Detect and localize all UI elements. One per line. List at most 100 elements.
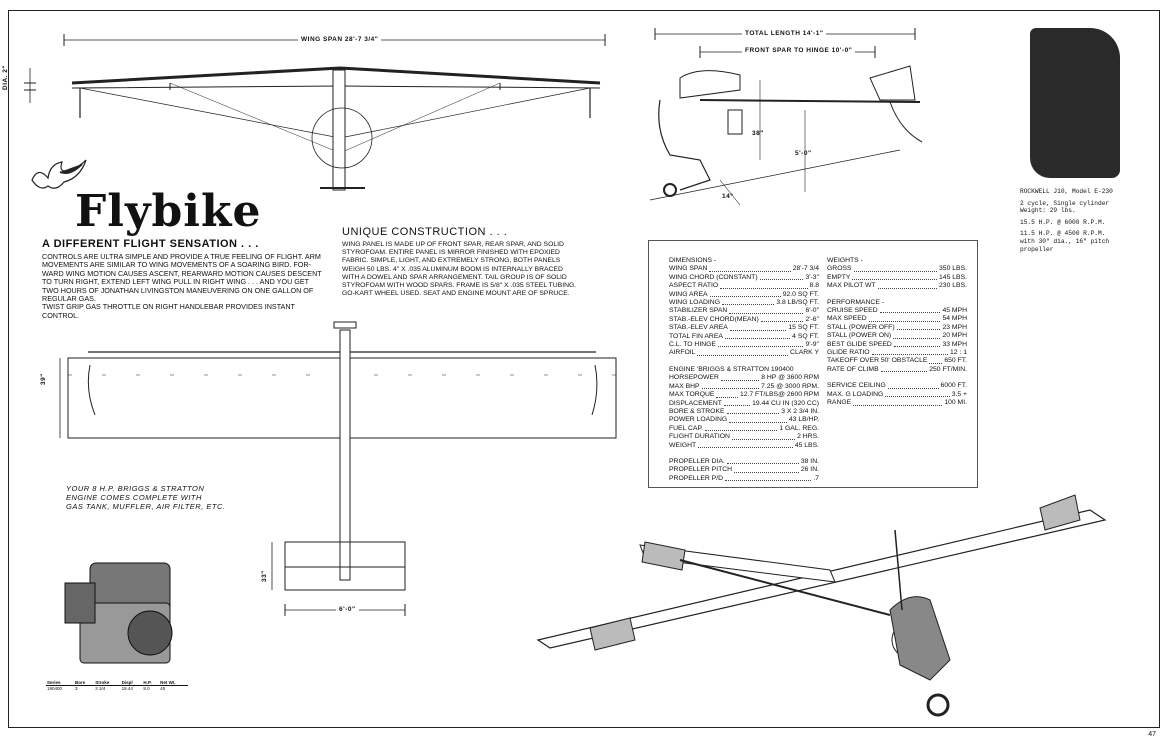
engine-note-line: Weight: 29 lbs. [1020,207,1076,215]
bird-logo-icon [31,159,87,189]
spec-key: MAX TORQUE [669,391,715,399]
intro-line: MOVEMENTS ARE SIMILAR TO WING MOVEMENTS … [42,260,311,270]
chord-39-label: 39" [40,373,47,385]
angle-label: 14° [722,193,734,200]
table-header: H.P. [143,680,152,685]
spec-leader [871,349,948,356]
table-header: Bore [75,680,86,685]
spec-value: 45 MPH [942,307,967,315]
spec-key: MAX BHP [669,382,700,390]
spec-value: 26 IN. [800,466,819,474]
spec-value: 8.8 [809,282,819,290]
spec-row: FUEL CAP.1 GAL. REG. [669,425,819,433]
spec-leader [893,332,941,339]
table-header: Net Wt. [160,680,176,685]
spec-leader [724,333,791,340]
wing-span-label: WING SPAN 28'-7 3/4" [298,36,382,43]
spec-key: FLIGHT DURATION [669,433,730,441]
spec-value: 28'-7 3/4 [792,265,819,273]
construction-line: WEIGH 50 LBS. 4" x .035 ALUMINUM BOOM IS… [342,265,563,273]
table-header: Series [47,680,61,685]
spec-leader [701,383,760,390]
intro-line: TWIST GRIP GAS THROTTLE ON RIGHT HANDLEB… [42,302,295,312]
spec-leader [880,366,928,373]
spec-leader [723,400,751,406]
table-cell: 19.44 [121,686,133,691]
spec-row: SERVICE CEILING 6000 FT. [827,382,967,390]
spec-key: AIRFOIL [669,349,696,357]
spec-value: 20 MPH [942,332,967,340]
spec-key: ASPECT RATIO [669,282,719,290]
front-view-drawing [24,34,606,191]
height-38-label: 38" [752,130,764,137]
spec-value: 1 GAL. REG. [779,424,819,432]
spec-key: POWER LOADING [669,416,728,424]
spec-leader [893,341,941,348]
spec-value: 23 MPH [942,323,967,331]
spec-value: 8 HP @ 3600 RPM [761,374,819,382]
spec-key: STABILIZER SPAN [669,307,728,315]
spec-leader [852,274,938,281]
dia-label: DIA. 2" [2,64,9,90]
intro-line: TO TURN RIGHT, EXTEND LEFT WING PULL IN … [42,277,310,287]
intro-line: CONTROL. [42,310,80,320]
construction-line: STYROFOAM WITH WOOD SPARS. FRAME IS 5/8"… [342,282,577,290]
spec-key: CRUISE SPEED [827,307,878,315]
spec-value: 350 LBS. [939,265,967,273]
spec-key: SERVICE CEILING [827,382,886,390]
tail-6ft-label: 6'-0" [336,606,359,613]
spec-row: MAX BHP 7.25 @ 3000 RPM. [669,383,819,391]
spec-leader [725,475,812,482]
spec-key: C.L. TO HINGE [669,341,716,349]
spec-key: STAB.-ELEV CHORD(MEAN) [669,315,759,323]
spec-value: 3'-3" [805,273,819,281]
spec-value: 6000 FT. [940,382,967,390]
engine-spec-table: Series Bore Stroke Displ H.P. Net Wt. 19… [46,680,188,691]
spec-value: 9'-9" [805,341,819,349]
engine-caption-line: ENGINE COMES COMPLETE WITH [66,493,202,502]
rockwell-engine-photo [1030,28,1120,178]
spec-key: RATE OF CLIMB [827,365,879,373]
spec-leader [729,416,787,423]
intro-line: CONTROLS ARE ULTRA SIMPLE AND PROVIDE A … [42,252,321,261]
spec-row: STALL (POWER ON) 20 MPH [827,332,967,340]
spec-leader [729,307,804,314]
spec-leader [716,391,738,398]
engine-caption-line: YOUR 8 H.P. BRIGGS & STRATTON [66,484,205,493]
table-header: Displ [121,680,133,685]
dimensions-title: DIMENSIONS - [669,257,717,264]
spec-value: 7.25 @ 3000 RPM. [761,382,819,390]
spec-value: 54 MPH [942,315,967,323]
engine-note: ROCKWELL J10, Model E-230 2 cycle, Singl… [1020,188,1150,253]
tail-33-label: 33" [261,570,268,582]
page-border [8,10,1160,728]
spec-leader [879,307,941,314]
engine-note-line: 11.5 H.P. @ 4500 R.P.M. [1020,230,1106,238]
front-spar-label: FRONT SPAR TO HINGE 10'-0" [742,47,856,54]
spec-leader [697,349,789,356]
table-cell: 8.0 [143,686,150,691]
engine-caption-line: GAS TANK, MUFFLER, AIR FILTER, ETC. [66,502,226,511]
spec-leader [896,324,941,331]
spec-value: 230 LBS. [939,282,967,290]
spec-key: BEST GLIDE SPEED [827,340,892,348]
table-header: Stroke [95,680,110,685]
spec-key: STALL (POWER ON) [827,332,892,340]
spec-leader [705,425,778,432]
